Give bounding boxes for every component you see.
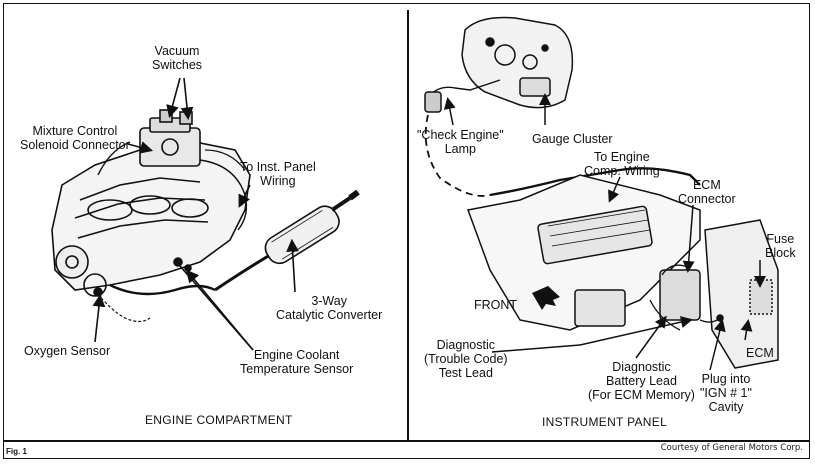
figure-number: Fig. 1 xyxy=(6,447,27,456)
label-line: "IGN # 1" xyxy=(700,386,752,400)
label-vacuum-switches: Vacuum Switches xyxy=(152,44,202,72)
front-arrow xyxy=(532,286,560,310)
label-line: To Inst. Panel xyxy=(240,160,316,174)
label-line: Test Lead xyxy=(438,366,493,380)
label-line: Gauge Cluster xyxy=(532,132,613,146)
engine-leaders xyxy=(92,77,299,351)
label-line: (Trouble Code) xyxy=(424,352,508,366)
label-plug-ign: Plug into "IGN # 1" Cavity xyxy=(700,372,752,414)
caption-engine-compartment: ENGINE COMPARTMENT xyxy=(145,413,293,427)
label-line: Battery Lead xyxy=(606,374,677,388)
panel-divider xyxy=(407,10,409,440)
label-line: Comp. Wiring xyxy=(584,164,660,178)
label-line: Lamp xyxy=(444,142,476,156)
label-line: (For ECM Memory) xyxy=(588,388,695,402)
label-line: Catalytic Converter xyxy=(276,308,383,322)
label-line: Switches xyxy=(152,58,203,72)
label-line: FRONT xyxy=(474,298,518,312)
label-line: Diagnostic xyxy=(436,338,495,352)
label-ecm: ECM xyxy=(746,346,774,360)
label-coolant-sensor: Engine Coolant Temperature Sensor xyxy=(240,348,353,376)
instrument-panel-drawing xyxy=(424,16,779,369)
label-line: Engine Coolant xyxy=(253,348,340,362)
label-line: Wiring xyxy=(260,174,296,188)
label-line: Mixture Control xyxy=(32,124,118,138)
label-line: Cavity xyxy=(708,400,744,414)
label-oxygen-sensor: Oxygen Sensor xyxy=(24,344,110,358)
figure-frame xyxy=(3,3,810,459)
label-line: Diagnostic xyxy=(612,360,671,374)
label-line: Plug into xyxy=(701,372,751,386)
caption-instrument-panel: INSTRUMENT PANEL xyxy=(542,415,668,429)
label-line: ECM xyxy=(746,346,774,360)
footer-rule xyxy=(4,440,809,442)
label-line: To Engine xyxy=(594,150,650,164)
label-line: Block xyxy=(765,246,796,260)
label-front: FRONT xyxy=(474,298,517,312)
label-line: Connector xyxy=(678,192,736,206)
label-diagnostic-battery-lead: Diagnostic Battery Lead (For ECM Memory) xyxy=(588,360,695,402)
label-line: 3-Way xyxy=(311,294,347,308)
label-ecm-connector: ECM Connector xyxy=(678,178,736,206)
label-to-engine-wiring: To Engine Comp. Wiring xyxy=(584,150,660,178)
panel-leaders xyxy=(443,93,766,371)
label-line: Oxygen Sensor xyxy=(24,344,111,358)
label-check-engine-lamp: "Check Engine" Lamp xyxy=(417,128,504,156)
label-line: ECM xyxy=(692,178,721,192)
label-catalytic-converter: 3-Way Catalytic Converter xyxy=(276,294,382,322)
label-line: Solenoid Connector xyxy=(20,138,130,152)
label-line: Temperature Sensor xyxy=(240,362,354,376)
label-gauge-cluster: Gauge Cluster xyxy=(532,132,613,146)
label-diagnostic-test-lead: Diagnostic (Trouble Code) Test Lead xyxy=(424,338,508,380)
label-line: "Check Engine" xyxy=(417,128,504,142)
label-fuse-block: Fuse Block xyxy=(765,232,796,260)
label-line: Fuse xyxy=(766,232,795,246)
label-line: Vacuum xyxy=(154,44,200,58)
label-to-inst-panel: To Inst. Panel Wiring xyxy=(240,160,316,188)
courtesy-credit: Courtesy of General Motors Corp. xyxy=(660,443,803,453)
label-mixture-control: Mixture Control Solenoid Connector xyxy=(20,124,130,152)
